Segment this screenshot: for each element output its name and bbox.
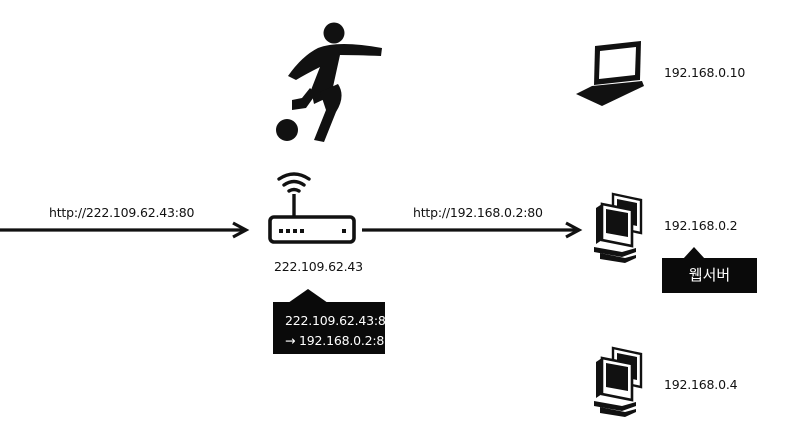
device-ip-label: 192.168.0.10 bbox=[664, 65, 746, 80]
incoming-arrow bbox=[0, 221, 250, 239]
web-server-badge: 웹서버 bbox=[662, 247, 757, 293]
desktop-computer-icon bbox=[594, 192, 643, 263]
nat-rule-line2: → 192.168.0.2:80 bbox=[285, 333, 392, 348]
badge-pointer bbox=[683, 247, 705, 259]
device-ip-label: 192.168.0.4 bbox=[664, 377, 738, 392]
nat-rule-line1: 222.109.62.43:80 bbox=[285, 313, 394, 328]
soccer-player-icon bbox=[276, 22, 382, 142]
internal-url-label: http://192.168.0.2:80 bbox=[413, 205, 543, 220]
external-url-label: http://222.109.62.43:80 bbox=[49, 205, 195, 220]
nat-rule-callout bbox=[273, 289, 385, 365]
laptop-icon bbox=[576, 41, 644, 106]
router-ip-label: 222.109.62.43 bbox=[274, 259, 363, 274]
web-server-badge-label: 웹서버 bbox=[688, 266, 731, 284]
callout-pointer bbox=[288, 289, 328, 303]
desktop-computer-icon bbox=[594, 346, 643, 417]
router-icon bbox=[268, 172, 356, 244]
forward-arrow bbox=[362, 221, 583, 239]
device-ip-label: 192.168.0.2 bbox=[664, 218, 738, 233]
